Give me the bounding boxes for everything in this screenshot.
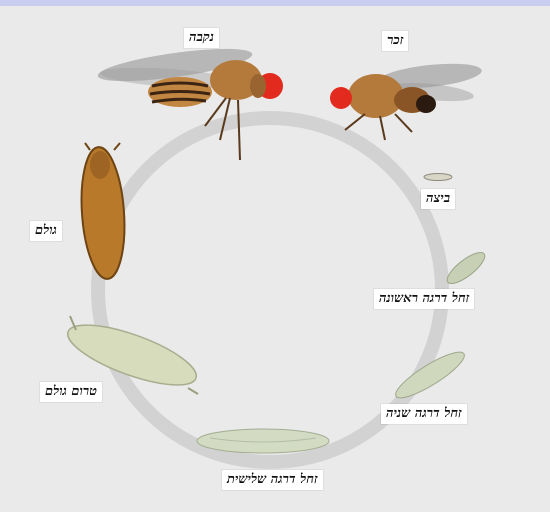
larva-third-instar-image bbox=[197, 429, 329, 453]
egg-image bbox=[424, 174, 452, 181]
label-prepupa: טרום גולם bbox=[40, 382, 102, 402]
label-larva-third: זחל דרגה שלישית bbox=[222, 470, 323, 490]
label-larva-second: זחל דרגה שניה bbox=[381, 404, 467, 424]
pupa-image bbox=[77, 143, 128, 280]
male-fly bbox=[330, 60, 483, 140]
label-pupa: גולם bbox=[30, 221, 62, 241]
larva-first-instar-image bbox=[443, 248, 489, 289]
label-egg: ביצה bbox=[421, 189, 455, 209]
label-female: נקבה bbox=[184, 28, 219, 48]
label-larva-first: זחל דרגה ראשונה bbox=[374, 289, 474, 309]
label-male: זכר bbox=[382, 31, 408, 51]
